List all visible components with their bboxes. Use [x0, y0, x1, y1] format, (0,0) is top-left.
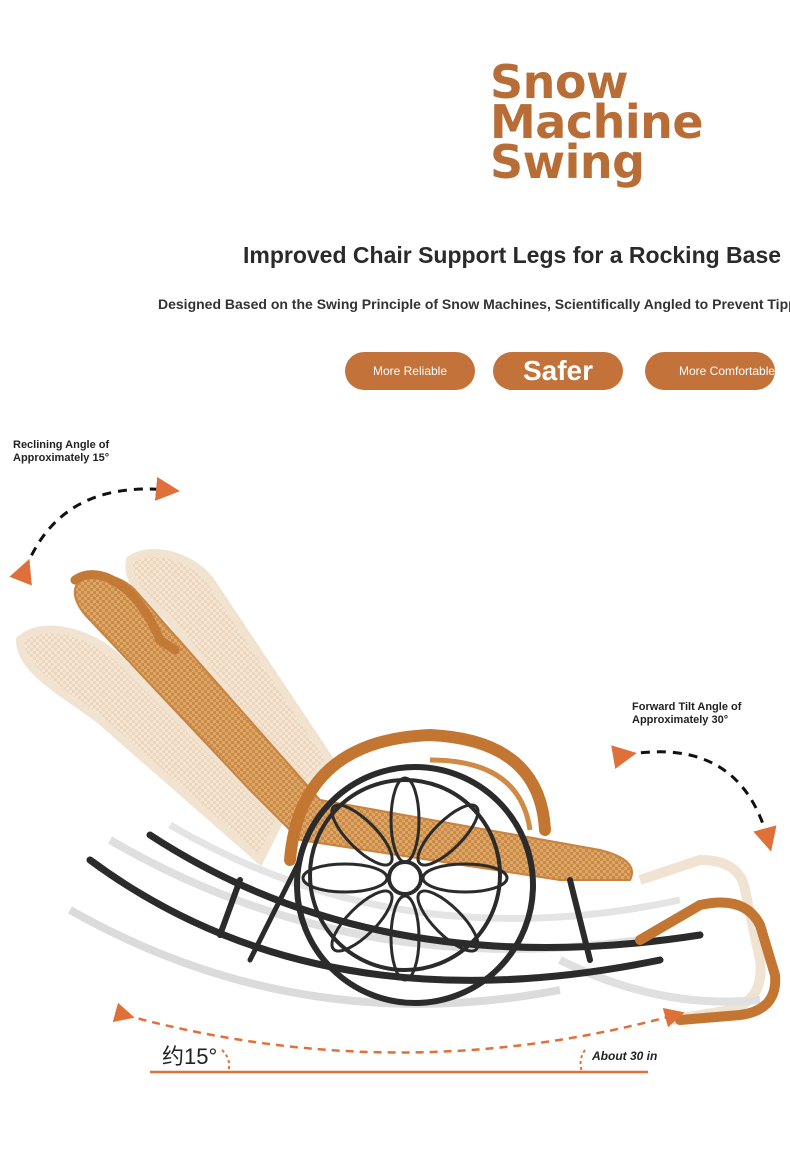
title-line-1: Snow [490, 55, 628, 109]
feature-pill-reliable: More Reliable [345, 352, 475, 390]
section-description: Designed Based on the Swing Principle of… [158, 296, 790, 312]
ghost-chair-back [15, 548, 681, 1008]
base-angle-label: 约15° [162, 1044, 218, 1069]
recline-label-line-2: Approximately 15° [13, 452, 110, 464]
recline-angle-label: Reclining Angle of Approximately 15° [13, 439, 143, 465]
chair-frame [86, 831, 704, 984]
forward-arrow [611, 745, 777, 852]
base-arc-arrow [112, 1002, 685, 1054]
title-line-2: Machine [490, 95, 704, 149]
title-line-3: Swing [490, 135, 645, 189]
recline-arrow [9, 476, 180, 586]
feature-pill-comfortable: More Comfortable [645, 352, 775, 390]
section-subtitle: Improved Chair Support Legs for a Rockin… [243, 242, 782, 268]
feature-pill-safer: Safer [493, 352, 623, 390]
forward-tilt-label: Forward Tilt Angle of Approximately 30° [632, 701, 782, 727]
chair-footrest [635, 897, 781, 1025]
chair-armrest [284, 728, 551, 866]
recline-label-line-1: Reclining Angle of [13, 439, 110, 451]
length-label: About 30 in [592, 1049, 658, 1063]
product-title: Snow Machine Swing [490, 55, 704, 189]
forward-label-line-2: Approximately 30° [632, 714, 729, 726]
forward-label-line-1: Forward Tilt Angle of [632, 701, 742, 713]
